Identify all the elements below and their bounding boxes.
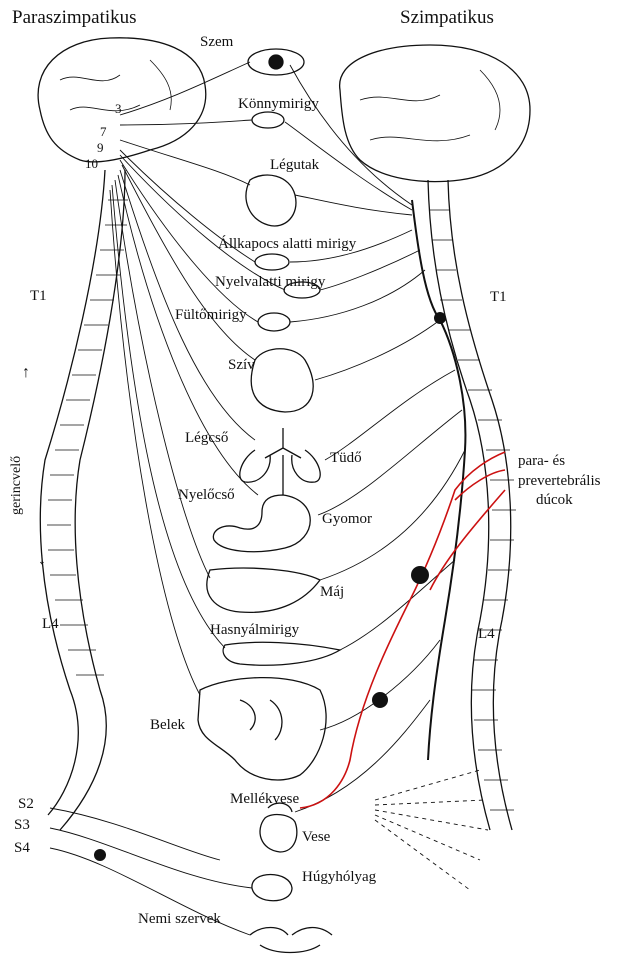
label-left-l4: L4 — [42, 617, 59, 632]
label-esophagus: Nyelőcső — [178, 488, 235, 503]
cranial-nerve-10: 10 — [85, 157, 98, 170]
ganglia-line-3: dúcok — [518, 492, 573, 508]
parotid-shape — [258, 313, 290, 331]
arrow-down-icon: ↓ — [38, 552, 46, 568]
label-eye: Szem — [200, 35, 233, 50]
right-spinal-column — [428, 180, 512, 830]
ganglion-dot — [94, 849, 106, 861]
heart-shape — [251, 349, 313, 412]
label-lacrimal: Könnymirigy — [238, 97, 319, 112]
label-submandibular: Állkapocs alatti mirigy — [218, 237, 356, 252]
lungs-shape — [240, 450, 320, 482]
ganglion-dot — [372, 692, 388, 708]
label-lung: Tüdő — [330, 451, 362, 466]
label-pancreas: Hasnyálmirigy — [210, 623, 299, 638]
label-right-t1: T1 — [490, 290, 507, 305]
label-genitals: Nemi szervek — [138, 912, 221, 927]
label-liver: Máj — [320, 585, 344, 600]
label-bladder: Húgyhólyag — [302, 870, 376, 885]
header-sympathetic: Szimpatikus — [400, 8, 494, 27]
kidney-shape — [260, 815, 297, 852]
stomach-shape — [213, 495, 310, 552]
ganglia-line-1: para- és — [518, 453, 565, 469]
label-parotid: Fültőmirigy — [175, 308, 247, 323]
label-ganglia: para- és prevertebrális dúcok — [518, 452, 626, 511]
submandibular-shape — [255, 254, 289, 270]
ganglion-dot — [411, 566, 429, 584]
intestines-shape — [198, 678, 326, 780]
label-adrenal: Mellékvese — [230, 792, 299, 807]
cranial-nerve-9: 9 — [97, 141, 104, 154]
ganglia-line-2: prevertebrális — [518, 473, 600, 489]
right-brain-outline — [340, 45, 530, 182]
cranial-nerve-7: 7 — [100, 125, 107, 138]
genitals-shape — [250, 928, 332, 953]
header-parasympathetic: Paraszimpatikus — [12, 8, 137, 27]
label-heart: Szív — [228, 358, 255, 373]
liver-shape — [207, 568, 320, 612]
label-left-t1: T1 — [30, 289, 47, 304]
label-s2: S2 — [18, 797, 34, 812]
label-s3: S3 — [14, 818, 30, 833]
left-brain-outline — [38, 38, 206, 162]
trachea-shape — [265, 428, 301, 458]
label-right-l4: L4 — [478, 627, 495, 642]
ganglion-dot — [434, 312, 446, 324]
pancreas-shape — [223, 642, 340, 665]
arrow-up-icon: ↑ — [22, 365, 30, 381]
label-stomach: Gyomor — [322, 512, 372, 527]
label-sublingual: Nyelvalatti mirigy — [215, 275, 325, 290]
cranial-nerve-3: 3 — [115, 102, 122, 115]
lacrimal-gland-shape — [252, 112, 284, 128]
label-s4: S4 — [14, 841, 30, 856]
label-kidney: Vese — [302, 830, 330, 845]
bladder-shape — [252, 875, 292, 901]
label-airways: Légutak — [270, 158, 319, 173]
label-intestines: Belek — [150, 718, 185, 733]
airways-shape — [246, 175, 296, 226]
label-trachea: Légcső — [185, 431, 228, 446]
label-spinal-cord: gerincvelő — [10, 456, 24, 515]
